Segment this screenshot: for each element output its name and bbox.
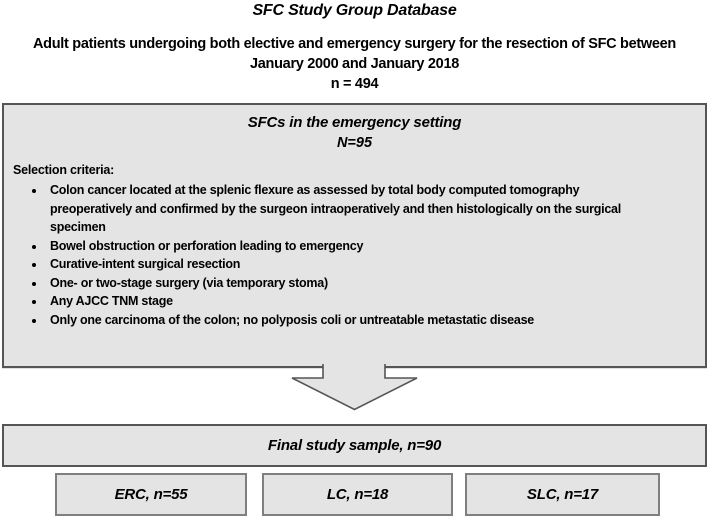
down-arrow-icon xyxy=(291,364,418,411)
group-box-lc: LC, n=18 xyxy=(262,473,453,516)
page-title: SFC Study Group Database xyxy=(252,2,457,19)
final-sample-label: Final study sample, n=90 xyxy=(267,437,442,454)
emergency-setting-box: SFCs in the emergency setting N=95 Selec… xyxy=(2,103,707,368)
criteria-item: Only one carcinoma of the colon; no poly… xyxy=(46,311,659,330)
emergency-setting-count: N=95 xyxy=(336,135,373,151)
criteria-item: Any AJCC TNM stage xyxy=(46,292,659,311)
database-description: Adult patients undergoing both elective … xyxy=(0,34,709,94)
criteria-item: Curative-intent surgical resection xyxy=(46,255,659,274)
criteria-item: One- or two-stage surgery (via temporary… xyxy=(46,274,659,293)
group-lc-label: LC, n=18 xyxy=(326,486,389,503)
description-line-2: January 2000 and January 2018 xyxy=(250,56,459,72)
selection-criteria-label: Selection criteria: xyxy=(13,163,115,177)
group-box-slc: SLC, n=17 xyxy=(465,473,660,516)
group-slc-label: SLC, n=17 xyxy=(526,486,599,503)
emergency-setting-heading: SFCs in the emergency setting xyxy=(247,114,462,131)
group-box-erc: ERC, n=55 xyxy=(55,473,247,516)
criteria-item: Colon cancer located at the splenic flex… xyxy=(46,181,659,237)
criteria-item: Bowel obstruction or perforation leading… xyxy=(46,237,659,256)
final-sample-box: Final study sample, n=90 xyxy=(2,424,707,467)
database-count: n = 494 xyxy=(330,76,379,92)
group-erc-label: ERC, n=55 xyxy=(114,486,188,503)
description-line-1: Adult patients undergoing both elective … xyxy=(33,36,676,52)
selection-criteria-list: Colon cancer located at the splenic flex… xyxy=(4,181,659,329)
